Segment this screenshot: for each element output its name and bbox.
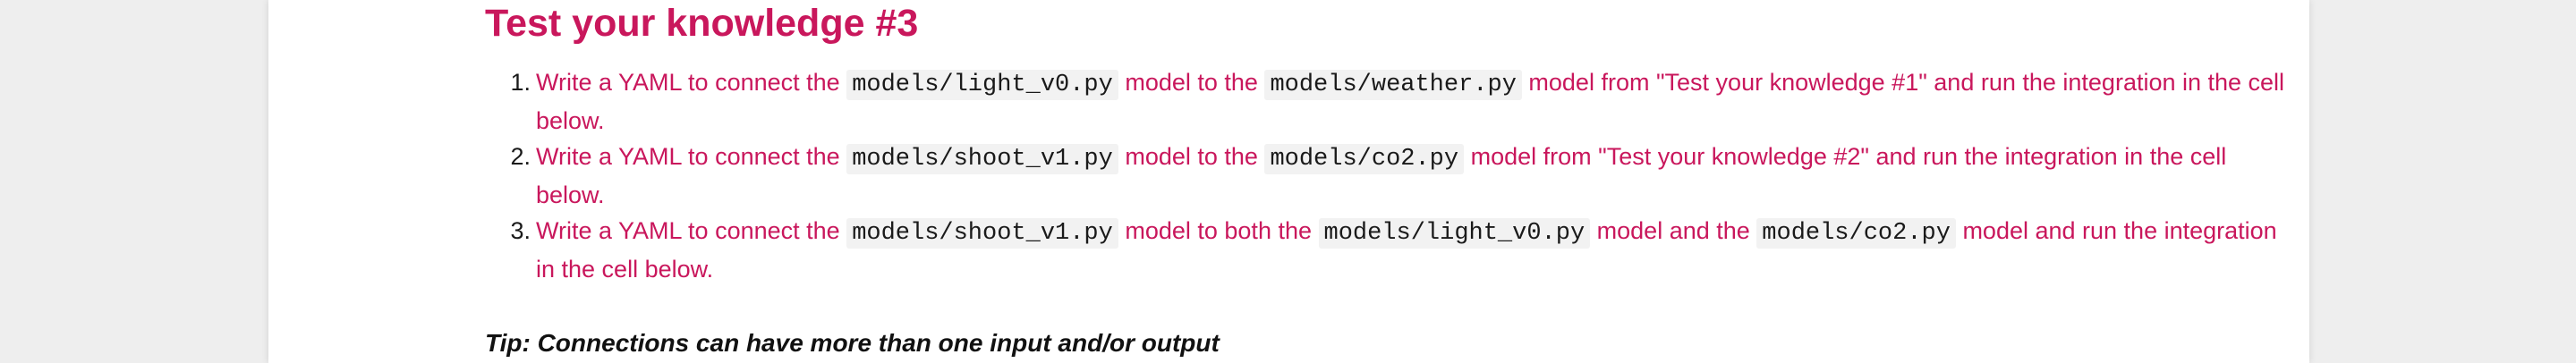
task-text: model and run the integration in the cel… (536, 217, 2277, 283)
code-snippet: models/light_v0.py (846, 70, 1118, 100)
task-text: model to the (1118, 69, 1265, 96)
code-snippet: models/shoot_v1.py (846, 144, 1118, 174)
task-text: model to the (1118, 143, 1265, 170)
task-text: Write a YAML to connect the (536, 69, 847, 96)
task-item-3: Write a YAML to connect the models/shoot… (509, 213, 2290, 287)
task-text: Write a YAML to connect the (536, 217, 847, 244)
code-snippet: models/co2.py (1264, 144, 1465, 174)
code-snippet: models/shoot_v1.py (846, 218, 1118, 249)
tip-text: Tip: Connections can have more than one … (485, 329, 1220, 357)
section-title: Test your knowledge #3 (485, 2, 919, 45)
task-list: Write a YAML to connect the models/light… (485, 64, 2290, 287)
task-text: model and the (1590, 217, 1757, 244)
task-text: model from "Test your knowledge #2" and … (536, 143, 2227, 208)
task-text: model to both the (1118, 217, 1319, 244)
task-text: Write a YAML to connect the (536, 143, 847, 170)
task-item-1: Write a YAML to connect the models/light… (509, 64, 2290, 139)
code-snippet: models/light_v0.py (1318, 218, 1591, 249)
notebook-page: Test your knowledge #3 Write a YAML to c… (268, 0, 2309, 363)
task-item-2: Write a YAML to connect the models/shoot… (509, 139, 2290, 213)
task-text: model from "Test your knowledge #1" and … (536, 69, 2285, 134)
code-snippet: models/weather.py (1264, 70, 1522, 100)
code-snippet: models/co2.py (1756, 218, 1956, 249)
